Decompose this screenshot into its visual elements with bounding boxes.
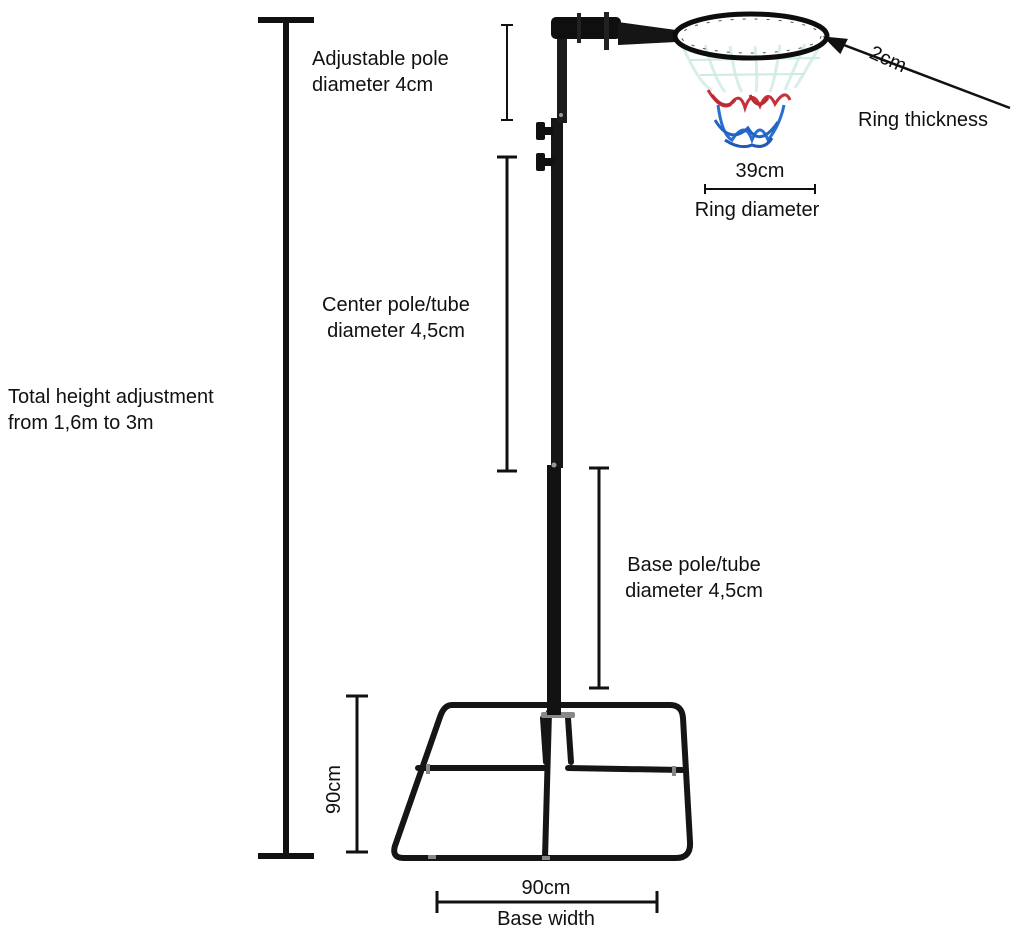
pole-assembly <box>536 12 676 715</box>
center-pole <box>551 118 563 468</box>
ring-thickness-arrow <box>822 36 1011 110</box>
base-pole <box>547 465 561 715</box>
total-height-label-line2: from 1,6m to 3m <box>8 412 154 434</box>
total-height-label-line1: Total height adjustment <box>8 386 214 408</box>
ring-diameter-dimension <box>704 184 816 194</box>
adjustable-pole-label-line1: Adjustable pole <box>312 48 449 70</box>
adjustment-knob-upper <box>536 122 554 140</box>
base-pole-label-line1: Base pole/tube <box>627 554 761 576</box>
basketball-ring <box>672 11 830 61</box>
center-pole-label-line1: Center pole/tube <box>322 294 470 316</box>
base-pole-label-line2: diameter 4,5cm <box>625 580 763 602</box>
adjustment-knob-lower <box>536 153 554 171</box>
center-pole-dimension <box>497 155 517 473</box>
base-depth-dimension <box>346 694 368 854</box>
base-pole-dimension <box>589 466 609 690</box>
base-depth-value: 90cm <box>323 765 345 814</box>
basketball-net <box>680 41 824 149</box>
adjustable-pole <box>557 28 567 123</box>
base-width-label: Base width <box>497 908 595 930</box>
ring-thickness-label: Ring thickness <box>858 109 989 131</box>
total-height-dimension <box>258 17 314 859</box>
top-arm <box>551 17 621 39</box>
ring-diameter-label: Ring diameter <box>694 199 820 221</box>
adjustable-pole-dimension <box>501 24 513 121</box>
base-width-value: 90cm <box>521 877 571 899</box>
base-pole-label: Base pole/tube diameter 4,5cm <box>604 552 784 604</box>
adjustable-pole-label: Adjustable pole diameter 4cm <box>312 46 449 98</box>
center-pole-label: Center pole/tube diameter 4,5cm <box>306 292 486 344</box>
center-pole-label-line2: diameter 4,5cm <box>327 320 465 342</box>
adjustable-pole-label-line2: diameter 4cm <box>312 74 434 96</box>
base-frame <box>391 702 694 861</box>
ring-diameter-value: 39cm <box>735 160 785 182</box>
total-height-label: Total height adjustment from 1,6m to 3m <box>8 384 214 436</box>
base-width-dimension <box>435 891 659 913</box>
